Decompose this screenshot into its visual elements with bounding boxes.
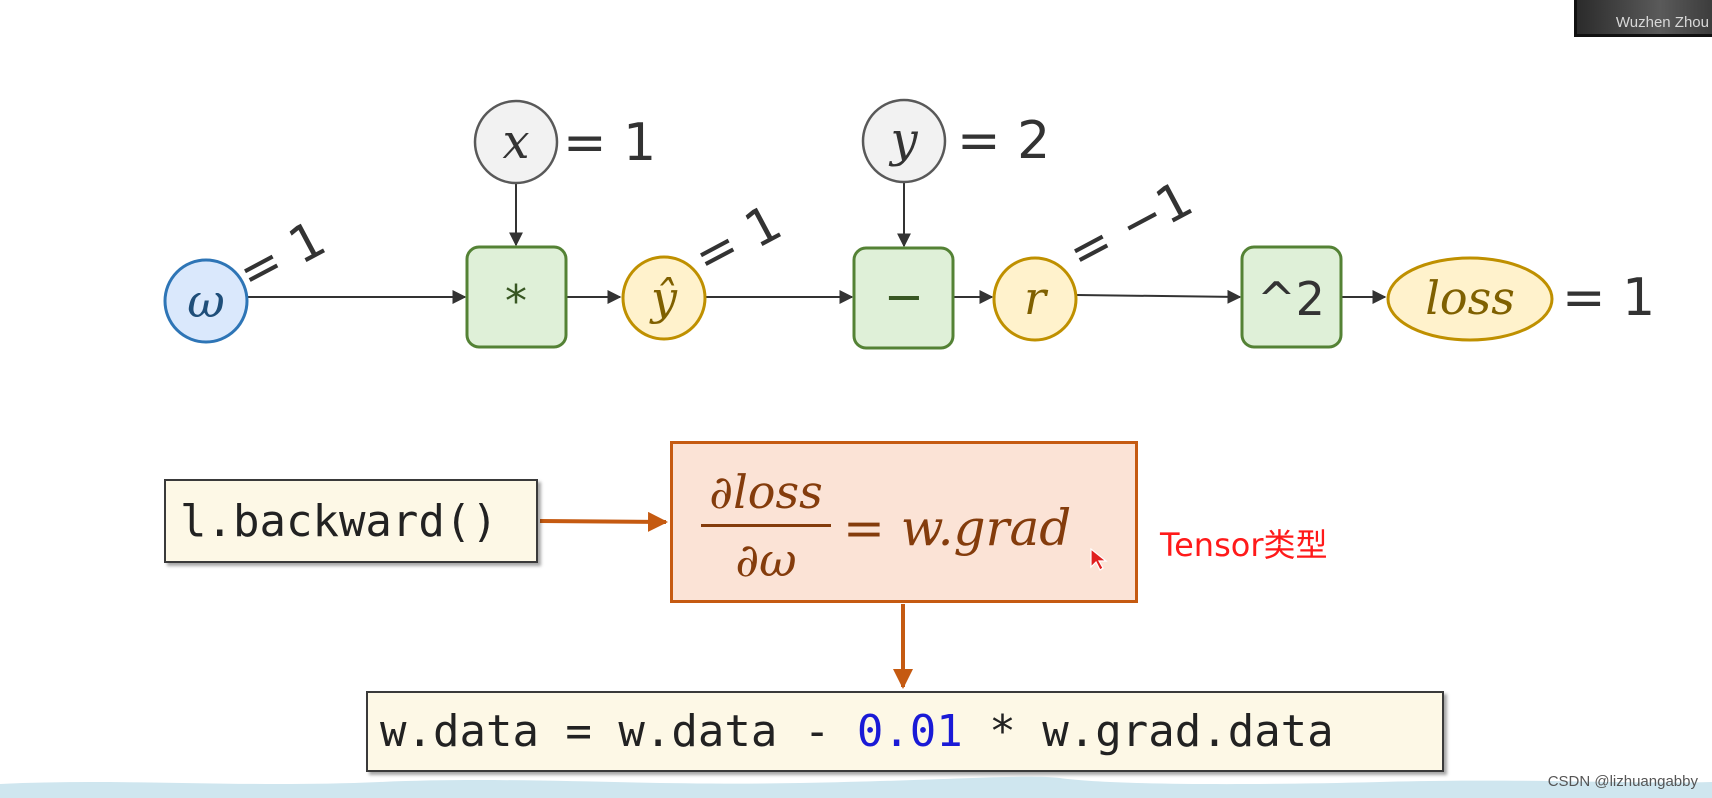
gradient-rhs: = w.grad <box>843 499 1072 557</box>
yhat-label: ŷ <box>649 271 678 325</box>
fraction-bar <box>701 524 831 527</box>
video-call-thumbnail[interactable]: Wuzhen Zhou <box>1574 0 1712 37</box>
participant-name: Wuzhen Zhou <box>1615 14 1709 31</box>
gradient-box: ∂loss ∂ω = w.grad <box>670 441 1138 603</box>
x-value: = 1 <box>563 113 656 173</box>
tensor-type-note: Tensor类型 <box>1160 526 1328 564</box>
fraction-numerator: ∂loss <box>709 465 823 519</box>
r-label: r <box>1024 271 1049 325</box>
fraction-denominator: ∂ω <box>735 533 797 587</box>
mouse-cursor-icon <box>1090 548 1108 571</box>
x-node: x <box>473 99 559 185</box>
multiply-op-node: * <box>465 245 568 349</box>
weight-update-box: w.data = w.data - 0.01 * w.grad.data <box>366 691 1444 772</box>
arrow-backward-to-grad <box>539 511 668 532</box>
y-node: y <box>861 98 947 184</box>
loss-value: = 1 <box>1562 268 1655 328</box>
multiply-label: * <box>505 276 527 327</box>
subtract-label: − <box>884 269 924 325</box>
yhat-node: ŷ <box>621 255 707 341</box>
csdn-watermark: CSDN @lizhuangabby <box>1547 773 1698 790</box>
update-code-prefix: w.data = w.data - <box>380 706 857 757</box>
yhat-value: = 1 <box>684 193 790 286</box>
backward-code: l.backward() <box>180 495 498 547</box>
learning-rate: 0.01 <box>856 706 963 757</box>
update-code-suffix: * w.grad.data <box>962 706 1334 757</box>
omega-node: ω <box>163 258 249 344</box>
gradient-fraction: ∂loss ∂ω <box>701 462 831 591</box>
omega-label: ω <box>187 274 225 328</box>
square-label: ^2 <box>1257 272 1325 326</box>
loss-node: loss <box>1386 256 1554 342</box>
loss-label: loss <box>1425 271 1515 325</box>
r-value: = −1 <box>1058 170 1201 283</box>
edge-r-pow <box>1076 289 1242 304</box>
x-label: x <box>502 114 529 170</box>
subtract-op-node: − <box>852 246 955 350</box>
r-node: r <box>992 256 1078 342</box>
y-label: y <box>888 112 918 168</box>
y-value: = 2 <box>957 111 1050 171</box>
decorative-wave-footer <box>0 776 1712 798</box>
backward-call-box: l.backward() <box>164 479 538 563</box>
square-op-node: ^2 <box>1240 245 1343 349</box>
